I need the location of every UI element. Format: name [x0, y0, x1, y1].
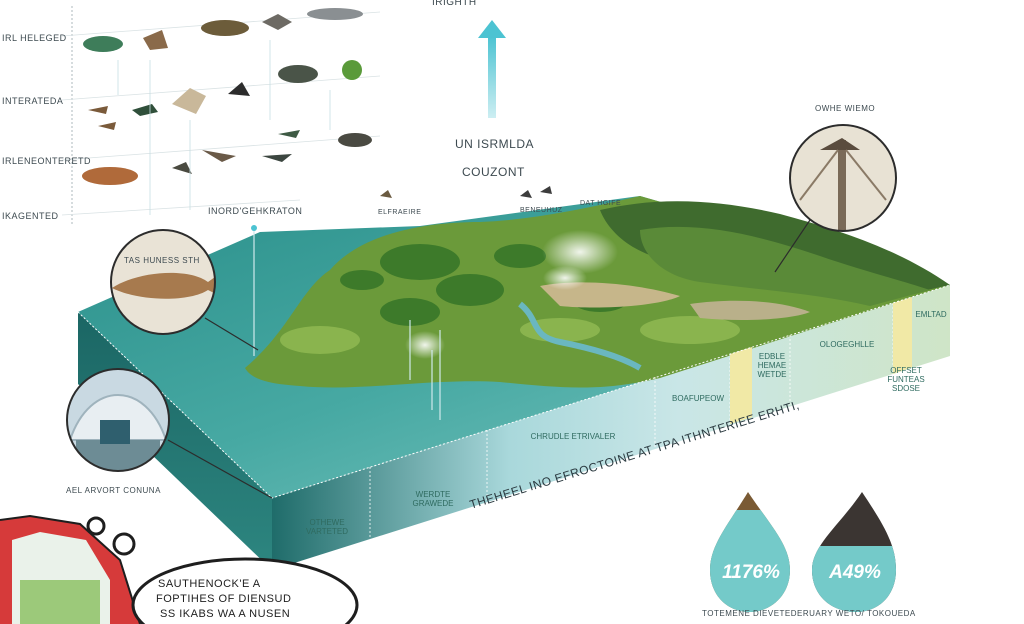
- crab-icon: [143, 30, 168, 50]
- bird-icon: [380, 190, 392, 198]
- drop-value-2: A49%: [829, 562, 881, 583]
- shrimp-icon: [98, 122, 116, 130]
- bird-icon: [172, 88, 206, 114]
- duck-icon: [338, 133, 372, 147]
- panel-label: CHRUDLE ETRIVALER: [530, 432, 616, 441]
- fish-icon: [262, 154, 292, 162]
- drop-value-1: 1176%: [722, 562, 780, 583]
- up-arrow-icon: [478, 20, 506, 118]
- turtle-icon: [278, 65, 318, 83]
- sensor-poles: [253, 228, 441, 420]
- bird-label-right: BENEUHUZ: [520, 207, 563, 214]
- taxonomy-row-label: IRLENEONTERETD: [2, 156, 92, 166]
- taxonomy-grid: [61, 6, 381, 225]
- fish-icon: [201, 20, 249, 36]
- panel-label: EDBLE HEMAE WETDE: [757, 352, 787, 379]
- insect-icon: [132, 104, 158, 116]
- drops-caption: TOTEMENE DIEVETEDERUARY WETO/ TOKOUEDA: [702, 609, 916, 618]
- speech-line: SAUTHENOCK'E A: [158, 578, 261, 590]
- plant-icon: [342, 60, 362, 80]
- panel-label: OTHEWE VARTETED: [306, 518, 348, 536]
- panel-label: EMLTAD: [915, 310, 947, 319]
- top-label: IRIGHTH: [432, 0, 477, 8]
- bird-icon: [520, 190, 532, 198]
- bird-icon: [202, 150, 236, 162]
- panel-label: BOAFUPEOW: [671, 394, 724, 403]
- center-label-2: COUZONT: [462, 165, 525, 179]
- coral-icon: [83, 36, 123, 52]
- bird-icon: [540, 186, 552, 194]
- taxonomy-row-label: IRL HELEGED: [2, 33, 67, 43]
- canopy-illustration: [0, 514, 141, 624]
- water-drop-1: [710, 492, 790, 612]
- tower-callout: [774, 124, 897, 273]
- facility-callout: [66, 368, 273, 499]
- taxonomy-row-label: IKAGENTED: [2, 211, 59, 221]
- bird-icon: [228, 82, 250, 96]
- fish-callout-title: TAS HUNESS STH: [124, 256, 200, 265]
- sensor-marker-icon: [251, 225, 257, 231]
- shrimp-icon: [88, 106, 108, 114]
- taxonomy-footer: INORD'GEHKRATON: [208, 206, 303, 216]
- tower-callout-title: OWHE WIEMO: [815, 104, 876, 113]
- facility-caption: AEL ARVORT CONUNA: [66, 486, 161, 495]
- thought-bubble: [86, 516, 359, 624]
- center-label-1: UN ISRMLDA: [455, 137, 535, 151]
- bird-label-left: ELFRAEIRE: [378, 209, 422, 216]
- speech-line: SS IKABS WA A NUSEN: [160, 608, 291, 620]
- fish-icon: [82, 167, 138, 185]
- water-drop-2: [812, 492, 896, 612]
- hill-label: DAT HGIFE: [580, 200, 622, 207]
- panel-label: OLOGEGHLLE: [819, 340, 875, 349]
- taxonomy-row-label: INTERATEDA: [2, 96, 64, 106]
- panel-label: OFFSET FUNTEAS SDOSE: [887, 366, 925, 393]
- landscape-block: [77, 196, 951, 570]
- speech-line: FOPTIHES OF DIENSUD: [156, 593, 292, 605]
- fish-callout: [110, 229, 259, 351]
- fish-icon: [278, 130, 300, 138]
- bird-icon: [172, 162, 192, 174]
- bird-icon: [262, 14, 292, 30]
- dolphin-icon: [307, 8, 363, 20]
- panel-label: WERDTE GRAWEDE: [412, 490, 454, 508]
